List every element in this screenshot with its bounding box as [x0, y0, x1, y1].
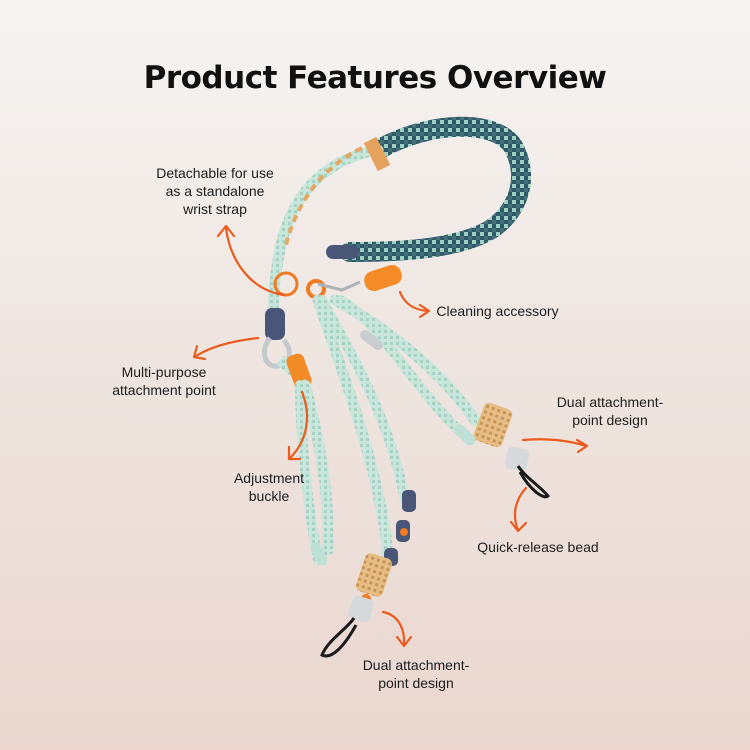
right-tan-braid: [473, 402, 513, 448]
arrow-quick-release-head: [509, 520, 528, 533]
label-detachable-line-3: wrist strap: [183, 201, 247, 217]
cord-slider: [360, 330, 383, 350]
arrow-cleaning: [398, 290, 430, 313]
arrow-quick-release: [513, 486, 528, 532]
cord-bead-orange: [400, 528, 408, 536]
loop-tan-strand: [284, 146, 363, 246]
arrow-dual-bottom: [381, 610, 406, 647]
long-cord-d: [317, 295, 410, 505]
bottom-lanyard-loop: [320, 617, 358, 658]
label-multipurpose-line-1: Multi-purpose: [121, 364, 207, 380]
page-title: Product Features Overview: [143, 60, 607, 96]
label-quick-release-line-1: Quick-release bead: [477, 539, 599, 555]
arrow-multipurpose-head: [192, 344, 207, 361]
label-multipurpose: Multi-purpose attachment point: [100, 363, 228, 399]
label-dual-bottom-line-1: Dual attachment-: [362, 657, 470, 673]
label-cleaning-line-1: Cleaning accessory: [436, 303, 559, 319]
arrow-dual-bottom-head: [395, 635, 413, 648]
metal-link: [317, 280, 361, 292]
arrow-cleaning-head: [418, 303, 431, 319]
label-dual-bottom: Dual attachment- point design: [346, 656, 486, 692]
arrow-dual-right: [521, 438, 588, 448]
bottom-clip: [348, 595, 374, 623]
arrow-multipurpose: [194, 336, 260, 358]
arrow-detachable: [224, 226, 286, 297]
label-detachable-line-2: as a standalone: [165, 183, 265, 199]
label-cleaning: Cleaning accessory: [430, 302, 565, 320]
label-adjustment: Adjustment buckle: [214, 469, 324, 505]
label-adjustment-line-1: Adjustment: [233, 470, 305, 486]
detachable-ring: [273, 271, 299, 297]
neck-tan-wrap: [363, 136, 391, 172]
label-adjustment-line-2: buckle: [248, 488, 290, 504]
arrow-adjustment-head: [287, 445, 302, 461]
long-cord-f: [335, 295, 475, 445]
label-dual-bottom-line-2: point design: [378, 675, 454, 691]
arrow-detachable-head: [216, 224, 236, 238]
cord-end-right: [454, 424, 476, 446]
label-quick-release: Quick-release bead: [468, 538, 608, 556]
long-cord-a: [299, 379, 334, 556]
label-dual-right-line-2: point design: [572, 412, 648, 428]
label-dual-right: Dual attachment- point design: [540, 393, 680, 429]
left-gray-bead: [265, 308, 285, 340]
cord-end-left: [310, 542, 328, 566]
arrow-adjustment: [288, 390, 308, 460]
arrow-dual-right-head: [575, 438, 589, 454]
label-multipurpose-line-2: attachment point: [112, 382, 216, 398]
label-dual-right-line-1: Dual attachment-: [556, 394, 664, 410]
label-detachable: Detachable for use as a standalone wrist…: [140, 164, 290, 218]
label-detachable-line-1: Detachable for use: [156, 165, 274, 181]
bottom-tan-braid: [356, 553, 392, 597]
cord-bead-1: [402, 490, 416, 512]
cleaning-accessory: [364, 264, 402, 292]
right-lanyard-loop: [516, 465, 551, 499]
carabiner-clip: [261, 336, 292, 369]
right-clip: [505, 447, 529, 471]
braided-neck-strap: [340, 116, 531, 262]
